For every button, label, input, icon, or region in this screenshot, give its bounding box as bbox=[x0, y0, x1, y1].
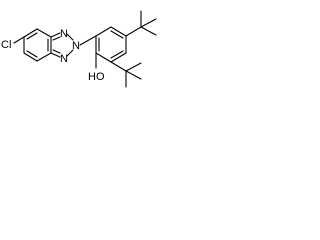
triazole-n3-label: N bbox=[60, 53, 68, 65]
tert-butyl-lower-bonds bbox=[110, 61, 142, 88]
chloro-atom-label: Cl bbox=[1, 39, 11, 51]
triazole-ring-bonds bbox=[50, 32, 74, 58]
triazole-n1-label: N bbox=[60, 28, 68, 40]
triazole-n2-label: N bbox=[72, 40, 80, 52]
chloro-bond bbox=[13, 36, 25, 44]
phenol-ring-bonds bbox=[95, 26, 127, 63]
molecule-structure: Cl N N N HO bbox=[1, 10, 157, 88]
benzo-ring-bonds bbox=[23, 28, 52, 62]
hydroxyl-label: HO bbox=[88, 71, 105, 83]
tert-butyl-upper-bonds bbox=[125, 10, 157, 37]
n-aryl-bond bbox=[79, 35, 97, 46]
